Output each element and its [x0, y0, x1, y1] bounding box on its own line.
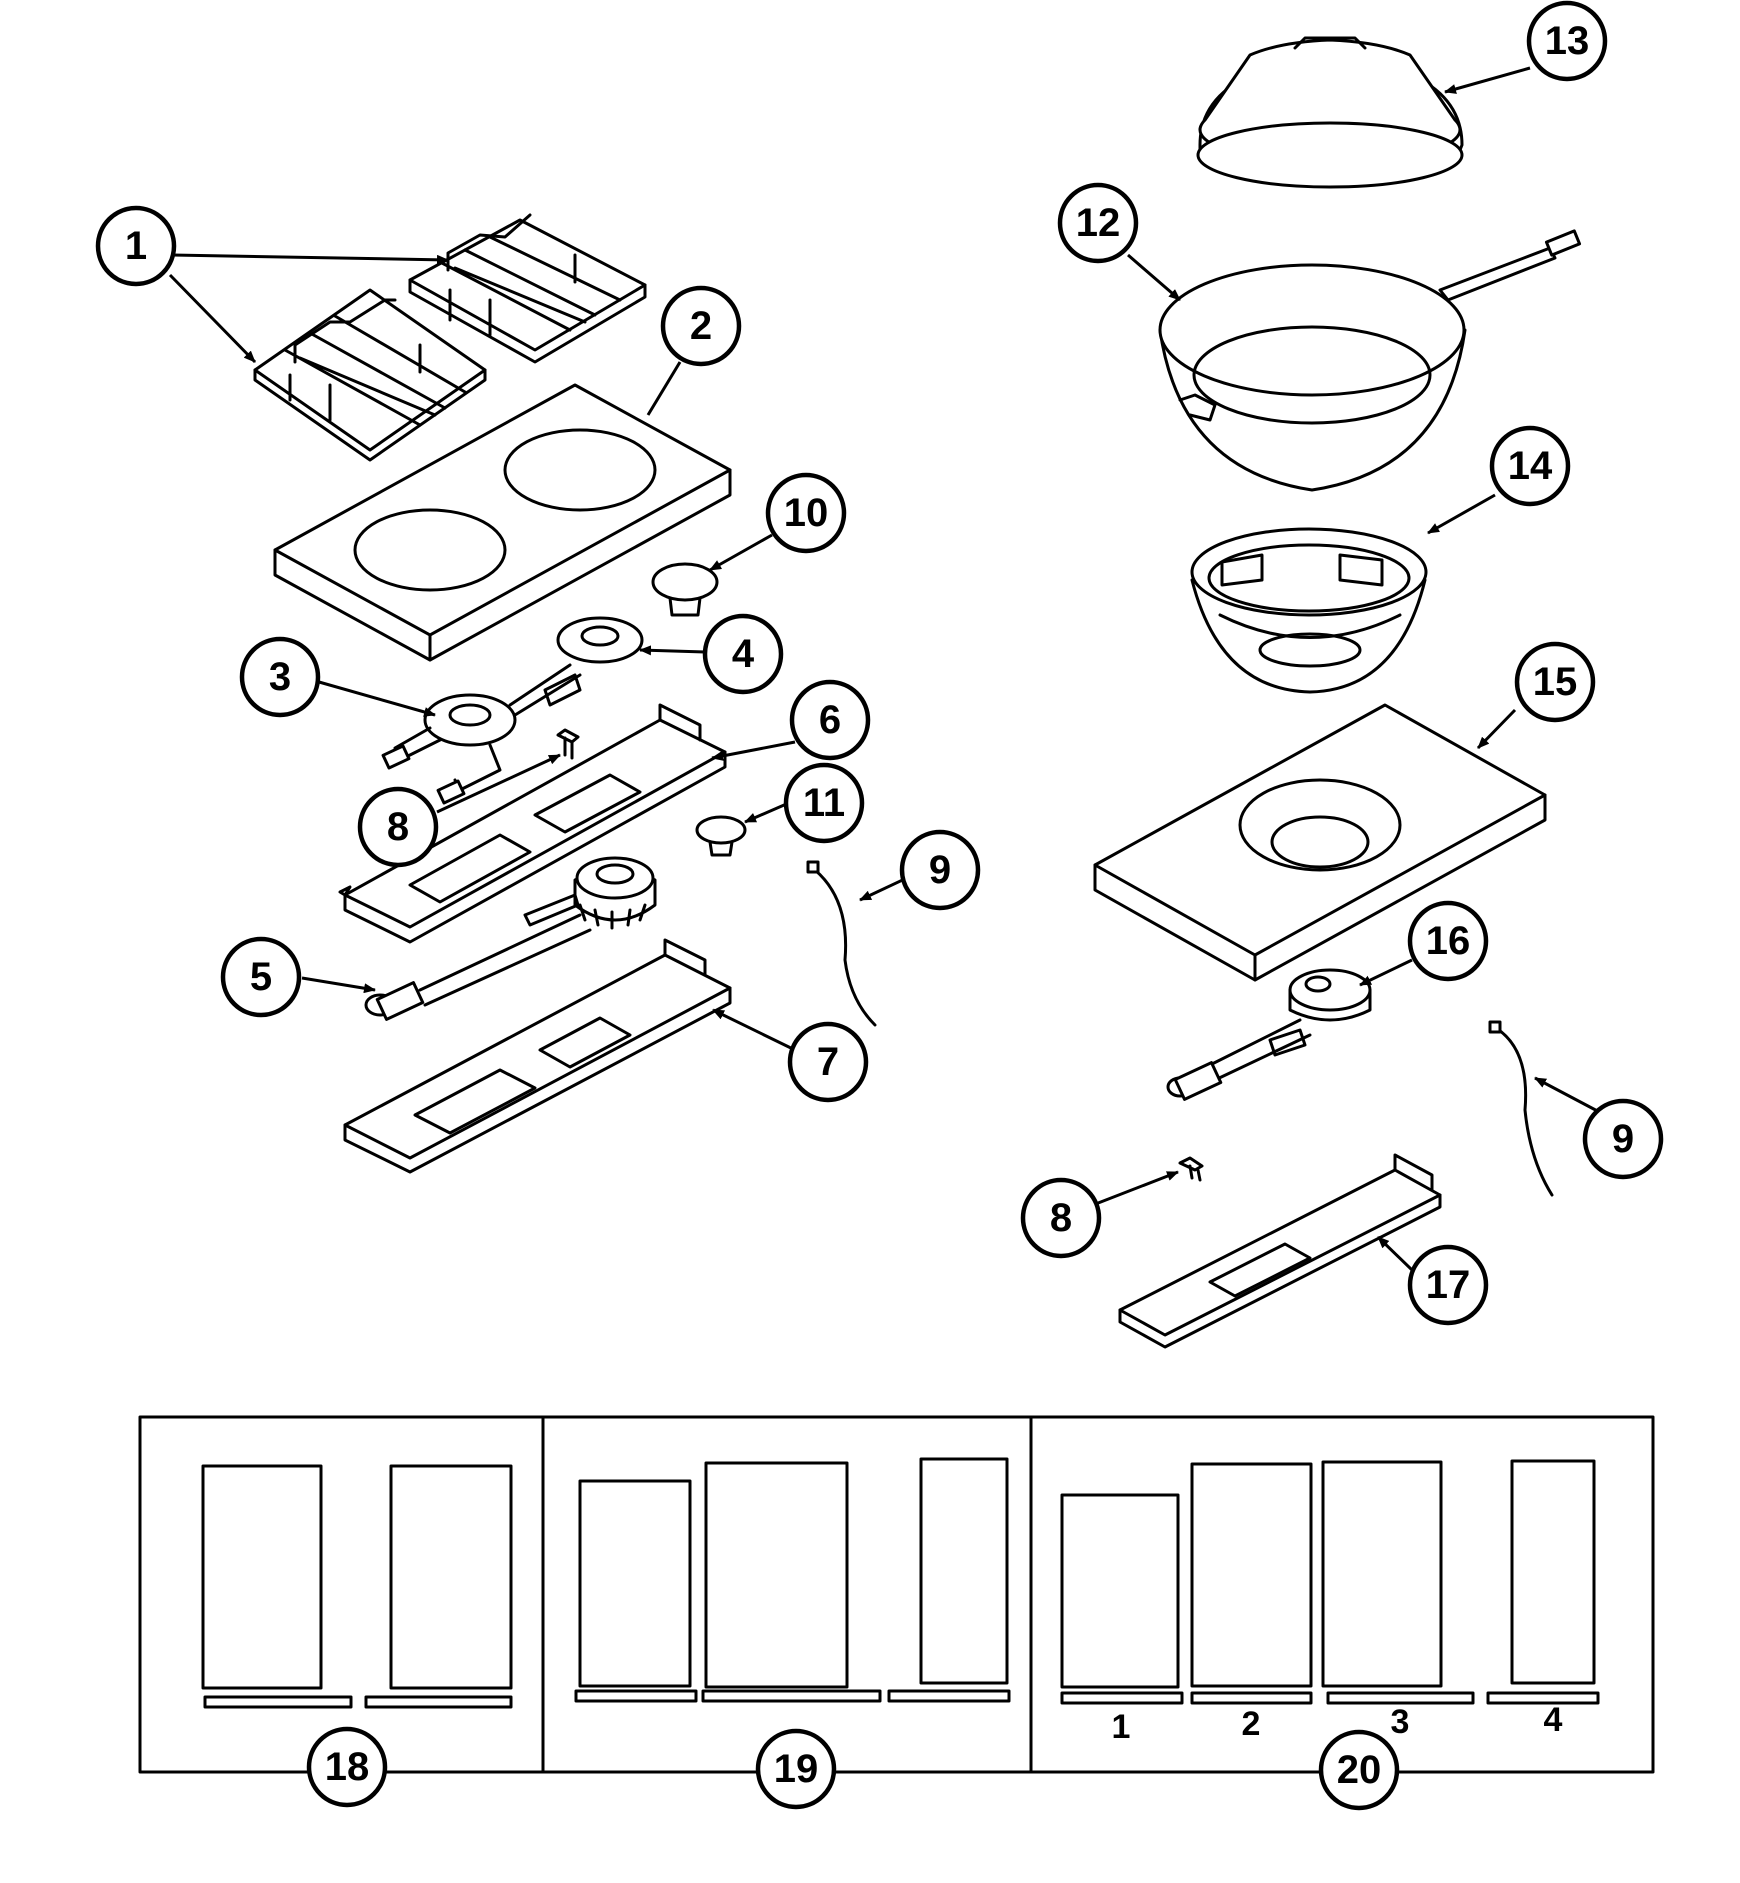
igniter-wire-right [1488, 1020, 1554, 1197]
callout-2: 2 [660, 285, 742, 367]
panel-group-20 [1060, 1459, 1600, 1705]
panel-group-18 [201, 1464, 513, 1709]
callout-15: 15 [1514, 641, 1596, 723]
svg-text:11: 11 [803, 781, 845, 825]
callout-8-right: 8 [1020, 1177, 1102, 1259]
clip-right [1178, 1156, 1204, 1182]
panel-group-19 [574, 1457, 1011, 1703]
callout-9-right: 9 [1582, 1098, 1664, 1180]
svg-text:9: 9 [929, 848, 951, 892]
leader-lines [168, 66, 1606, 1272]
callout-17: 17 [1407, 1244, 1489, 1326]
svg-text:3: 3 [269, 655, 291, 699]
svg-text:17: 17 [1426, 1263, 1471, 1307]
svg-text:20: 20 [1337, 1748, 1382, 1792]
svg-text:13: 13 [1545, 19, 1590, 63]
callout-18: 18 [306, 1726, 388, 1808]
callout-1: 1 [95, 205, 177, 287]
svg-text:2: 2 [690, 304, 712, 348]
wok-lid [1196, 36, 1464, 189]
burner-cap-small-10 [651, 562, 719, 617]
burner-top-plate [273, 383, 732, 662]
burner-box-17 [1118, 1153, 1442, 1349]
callout-7: 7 [787, 1021, 869, 1103]
svg-text:16: 16 [1426, 919, 1471, 963]
callout-20: 20 [1318, 1729, 1400, 1811]
svg-text:4: 4 [732, 632, 755, 676]
callout-9-left: 9 [899, 829, 981, 911]
callout-4: 4 [702, 613, 784, 695]
svg-text:15: 15 [1533, 660, 1578, 704]
svg-text:5: 5 [250, 955, 272, 999]
svg-text:9: 9 [1612, 1117, 1634, 1161]
callout-19: 19 [755, 1728, 837, 1810]
callout-6: 6 [789, 679, 871, 761]
svg-text:7: 7 [817, 1040, 839, 1084]
svg-text:8: 8 [1050, 1196, 1072, 1240]
dual-burner-assembly [381, 616, 644, 805]
svg-text:10: 10 [784, 491, 829, 535]
svg-text:14: 14 [1508, 444, 1553, 488]
panel20-sub-label-2: 2 [1242, 1705, 1261, 1743]
burner-box-6 [338, 703, 727, 944]
callout-10: 10 [765, 472, 847, 554]
wok-burner [1166, 968, 1372, 1101]
callout-11: 11 [783, 762, 865, 844]
svg-text:12: 12 [1076, 201, 1121, 245]
clip-left [556, 728, 580, 760]
panel20-sub-label-1: 1 [1112, 1708, 1131, 1746]
svg-text:19: 19 [774, 1747, 819, 1791]
large-burner-assembly [364, 856, 657, 1021]
wok-top-plate [1093, 703, 1547, 982]
callout-12: 12 [1057, 182, 1139, 264]
callout-3: 3 [239, 636, 321, 718]
grate-left [253, 288, 487, 462]
callout-5: 5 [220, 936, 302, 1018]
svg-text:8: 8 [387, 805, 409, 849]
svg-text:1: 1 [125, 224, 147, 268]
callout-13: 13 [1526, 0, 1608, 82]
panel20-sub-label-3: 3 [1391, 1703, 1410, 1741]
igniter-wire-left [806, 860, 877, 1027]
callout-8-left: 8 [357, 786, 439, 868]
callout-16: 16 [1407, 900, 1489, 982]
wok-pan [1158, 229, 1582, 492]
svg-text:18: 18 [325, 1745, 370, 1789]
svg-text:6: 6 [819, 698, 841, 742]
burner-box-7 [343, 938, 732, 1174]
callout-14: 14 [1489, 425, 1571, 507]
panel20-sub-label-4: 4 [1544, 1701, 1563, 1739]
grate-right [408, 213, 647, 364]
control-panel-box: 1 2 3 4 [138, 1415, 1655, 1774]
wok-ring [1190, 527, 1428, 694]
burner-cap-small-11 [695, 815, 747, 857]
